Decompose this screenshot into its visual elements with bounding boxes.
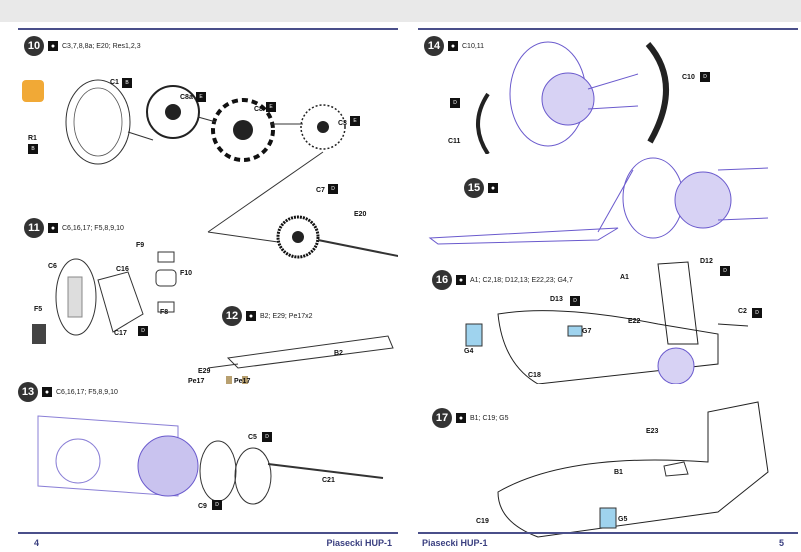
part-label: F9: [136, 242, 145, 249]
paint-code-icon: B: [122, 78, 132, 88]
glue-drop-icon: ●: [48, 223, 58, 233]
part-label: C7: [316, 187, 325, 194]
step-number: 11: [24, 218, 44, 238]
step-14-header: 14 ● C10,11: [424, 36, 484, 56]
part-label: B1: [614, 469, 623, 476]
glue-drop-icon: ●: [456, 413, 466, 423]
part-label: C5: [248, 434, 257, 441]
step-10-header: 10 ● C3,7,8,8a; E20; Res1,2,3: [24, 36, 141, 56]
bottom-rule: [18, 532, 398, 534]
glue-drop-icon: ●: [488, 183, 498, 193]
step-parts: C6,16,17; F5,8,9,10: [62, 224, 124, 232]
step-parts: B1; C19; G5: [470, 414, 509, 422]
part-label: B2: [334, 350, 343, 357]
paint-code-icon: D: [212, 500, 222, 510]
glue-drop-icon: ●: [48, 41, 58, 51]
step-11-drawing: [32, 251, 177, 344]
step-parts: B2; E29; Pe17x2: [260, 312, 313, 320]
step-number: 17: [432, 408, 452, 428]
part-label: C11: [448, 138, 461, 145]
page-number: 5: [778, 538, 784, 548]
glue-drop-icon: ●: [42, 387, 52, 397]
part-label: Pe17: [188, 378, 205, 385]
part-label: G5: [618, 516, 628, 523]
footer-title: Piasecki HUP-1: [326, 538, 392, 548]
step-17-header: 17 ● B1; C19; G5: [432, 408, 509, 428]
glue-drop-icon: ●: [448, 41, 458, 51]
step-13-drawing: [37, 415, 384, 505]
top-bar: [0, 0, 801, 22]
step-number: 10: [24, 36, 44, 56]
part-label: E23: [646, 428, 659, 435]
part-label: C21: [322, 477, 335, 484]
paint-code-icon: B: [28, 144, 38, 154]
part-label: D13: [550, 296, 563, 303]
glue-drop-icon: ●: [456, 275, 466, 285]
step-13-header: 13 ● C6,16,17; F5,8,9,10: [18, 382, 118, 402]
step-number: 13: [18, 382, 38, 402]
part-label: C8a: [180, 94, 193, 101]
step-number: 15: [464, 178, 484, 198]
part-label: R1: [28, 135, 37, 142]
top-rule: [418, 28, 798, 30]
paint-code-icon: E: [266, 102, 276, 112]
glue-drop-icon: ●: [246, 311, 256, 321]
part-label: Pe17: [234, 378, 251, 385]
part-label: C17: [114, 330, 127, 337]
step-15-header: 15 ●: [464, 178, 498, 198]
paint-code-icon: D: [450, 98, 460, 108]
part-label: F10: [180, 270, 193, 277]
paint-code-icon: E: [196, 92, 206, 102]
part-label: C8: [254, 106, 263, 113]
step-parts: C3,7,8,8a; E20; Res1,2,3: [62, 42, 141, 50]
left-page: 10 ● C3,7,8,8a; E20; Res1,2,3 C1 B C8a E…: [18, 22, 398, 548]
step-16-drawing: [465, 261, 749, 384]
part-label: C18: [528, 372, 541, 379]
part-label: G7: [582, 328, 592, 335]
part-label: C3: [338, 120, 347, 127]
paint-code-icon: E: [350, 116, 360, 126]
part-label: C2: [738, 308, 747, 315]
step-11-header: 11 ● C6,16,17; F5,8,9,10: [24, 218, 124, 238]
paint-code-icon: D: [700, 72, 710, 82]
step-parts: C6,16,17; F5,8,9,10: [56, 388, 118, 396]
step-16-header: 16 ● A1; C2,18; D12,13; E22,23; G4,7: [432, 270, 573, 290]
part-label: C19: [476, 518, 489, 525]
step-parts: C10,11: [462, 42, 485, 50]
part-label: E22: [628, 318, 641, 325]
step-15-drawing: [428, 157, 769, 245]
paint-code-icon: D: [138, 326, 148, 336]
step-10-drawing: [22, 79, 398, 259]
page-number: 4: [34, 538, 40, 548]
step-number: 16: [432, 270, 452, 290]
paint-code-icon: D: [752, 308, 762, 318]
paint-code-icon: D: [262, 432, 272, 442]
bottom-rule: [418, 532, 798, 534]
part-label: C6: [48, 263, 57, 270]
step-number: 14: [424, 36, 444, 56]
part-label: F8: [160, 309, 169, 316]
step-17-drawing: [497, 401, 769, 538]
part-label: C1: [110, 79, 119, 86]
part-label: C16: [116, 266, 129, 273]
step-parts: A1; C2,18; D12,13; E22,23; G4,7: [470, 276, 573, 284]
part-label: G4: [464, 348, 474, 355]
paint-code-icon: D: [328, 184, 338, 194]
step-12-header: 12 ● B2; E29; Pe17x2: [222, 306, 313, 326]
footer-title: Piasecki HUP-1: [422, 538, 488, 548]
part-label: D12: [700, 258, 713, 265]
paint-code-icon: D: [720, 266, 730, 276]
part-label: E20: [354, 211, 367, 218]
part-label: E29: [198, 368, 211, 375]
part-label: C9: [198, 503, 207, 510]
part-label: A1: [620, 274, 629, 281]
step-number: 12: [222, 306, 242, 326]
paint-code-icon: D: [570, 296, 580, 306]
part-label: F5: [34, 306, 43, 313]
right-page: 14 ● C10,11 C10 D C11 D 15 ● 16 ● A1; C2…: [418, 22, 798, 548]
top-rule: [18, 28, 398, 30]
part-label: C10: [682, 74, 695, 81]
step-14-drawing: [476, 41, 669, 154]
step-12-drawing: [207, 335, 394, 384]
